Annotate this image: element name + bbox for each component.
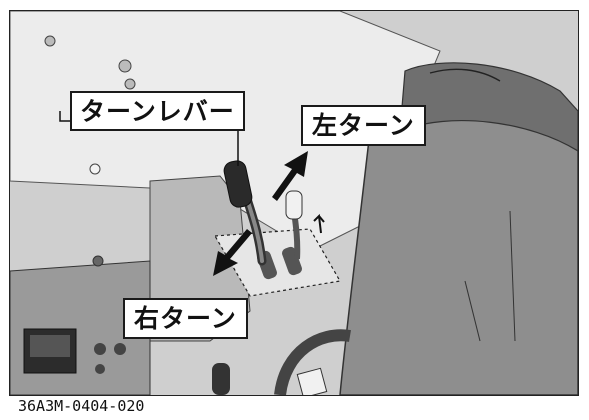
lever-gate-plate [213,228,341,297]
bolt [44,35,56,47]
bolt [92,255,104,267]
illustration [10,11,578,395]
right-turn-arrow-icon [213,229,252,276]
bottom-rail [274,329,351,395]
left-turn-arrow-icon [272,151,308,201]
bottom-knob [212,363,230,395]
top-panel [10,11,441,252]
seat-back [339,110,578,395]
panel-knob [114,343,126,355]
seat-edge [429,68,501,82]
right-turn-label: 右ターン [123,298,248,339]
turn-lever-label: ターンレバー [70,91,245,131]
bolt [124,78,136,90]
panel-knob [94,343,106,355]
left-turn-label: 左ターン [301,105,426,146]
seat-top [399,62,578,152]
seat-seam [464,280,481,342]
small-arrow-icon [313,213,325,234]
gate-slot [282,246,302,276]
figure-frame: ターンレバー 左ターン 右ターン [9,10,579,396]
panel-knob [95,364,105,374]
turn-lever-grip [223,160,253,208]
figure-id: 36A3M-0404-020 [18,397,145,415]
second-lever-grip [285,190,303,220]
bottom-clip [296,367,328,395]
bolt [118,59,132,73]
display-inner [30,335,70,357]
seat-seam [509,210,516,342]
bolt [89,163,101,175]
